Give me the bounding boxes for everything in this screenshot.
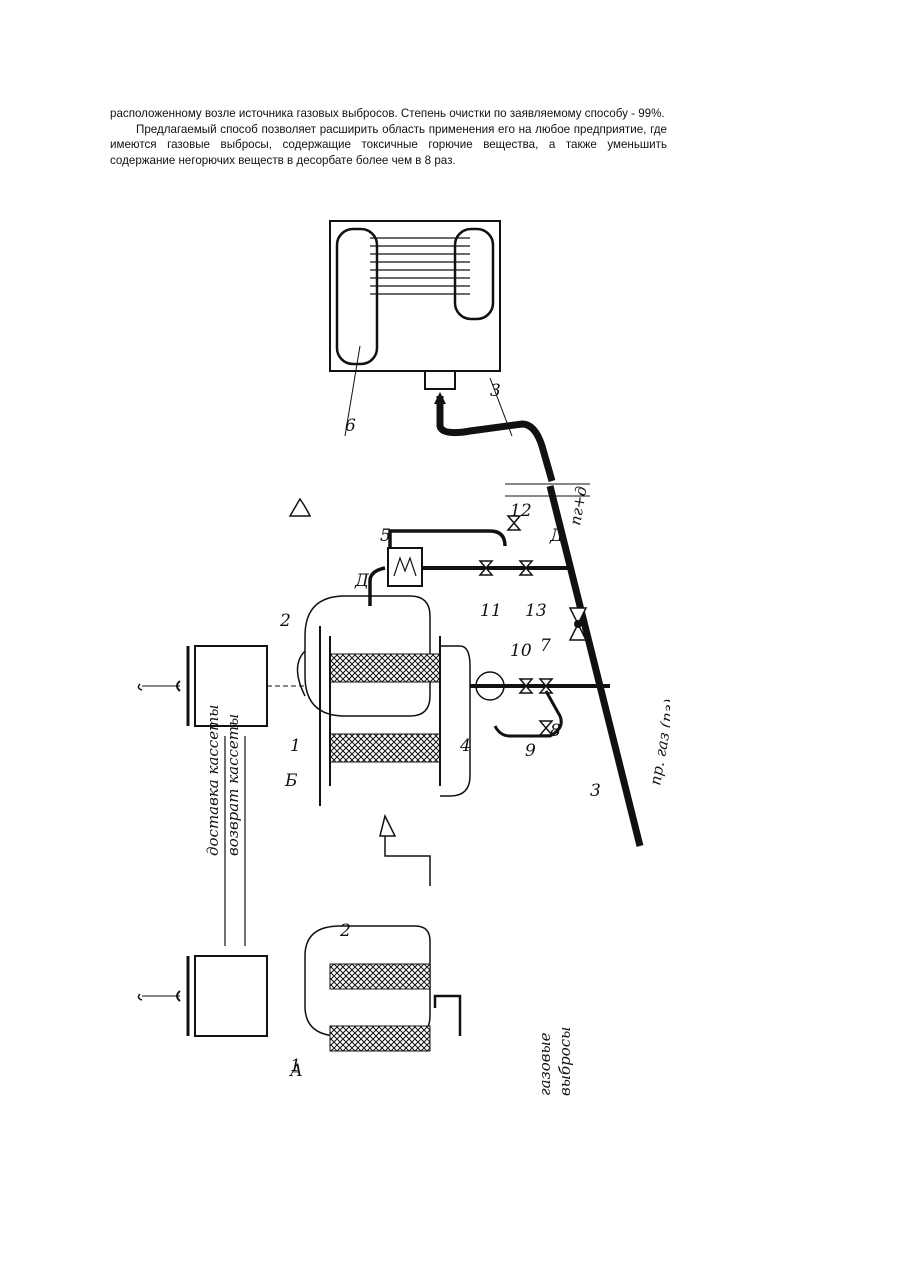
cassette-bottom [138,956,267,1036]
label-3-top: 3 [490,381,501,401]
caption-delivery: доставка кассеты [204,704,222,856]
diagram-svg: 1 1 2 2 3 3 4 5 6 7 8 9 10 11 12 13 А Б … [130,196,670,1102]
label-2-a: 2 [339,921,351,941]
caption-emissions-2: выбросы [556,1027,574,1096]
label-5: 5 [380,526,391,546]
caption-pgd: пг+д [566,485,591,527]
label-9: 9 [525,741,536,761]
label-2-b: 2 [279,611,291,631]
label-13: 13 [525,601,547,621]
label-7: 7 [540,636,551,656]
paragraph-advantages: Предлагаемый способ позволяет расширить … [110,122,667,169]
label-d-1: Д [354,571,370,591]
paragraph-continuation: расположенному возле источника газовых в… [110,106,667,122]
label-d-2: Д [549,526,565,546]
caption-emissions-1: газовые [536,1032,554,1096]
valve-cluster [480,516,552,735]
process-diagram: 1 1 2 2 3 3 4 5 6 7 8 9 10 11 12 13 А Б … [130,196,670,1102]
label-11: 11 [480,601,502,621]
label-6: 6 [345,416,356,436]
label-1-b: 1 [290,736,301,756]
caption-fuel-pipe: пр. газ (пг) [646,698,670,787]
label-b: Б [284,771,298,791]
combustion-unit-6 [330,221,500,436]
heat-exchanger-5 [388,548,422,586]
label-8: 8 [550,721,561,741]
label-10: 10 [510,641,532,661]
body-text: расположенному возле источника газовых в… [110,106,667,168]
caption-return: возврат кассеты [224,714,242,856]
label-a: А [289,1061,303,1081]
label-3-bottom: 3 [590,781,601,801]
pipe-to-unit-6 [440,396,552,481]
adsorber-a [305,926,430,1051]
label-4: 4 [459,736,471,756]
label-12: 12 [510,501,532,521]
adsorber-b [298,596,471,806]
